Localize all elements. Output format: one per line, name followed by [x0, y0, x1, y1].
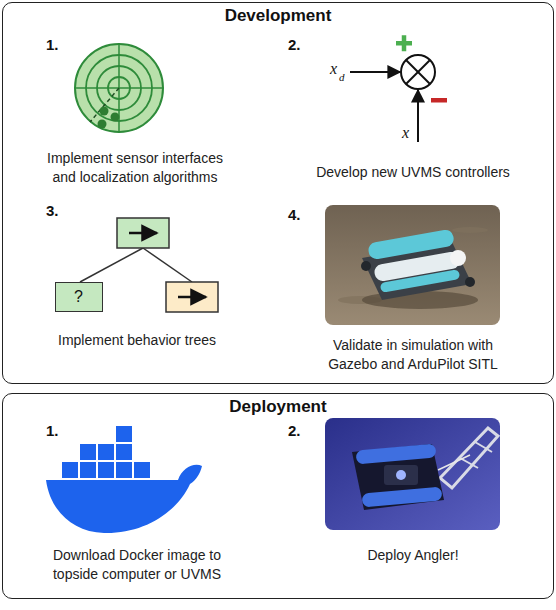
- signal-subscript: d: [339, 71, 345, 83]
- section-heading: Deployment: [3, 397, 553, 417]
- rov-thruster: [465, 277, 475, 287]
- junction-cross: [406, 60, 430, 84]
- sand-ripple: [452, 227, 488, 233]
- condition-node: ?: [55, 282, 103, 312]
- summing-junction: [350, 35, 447, 142]
- tether: [438, 455, 470, 470]
- step-number: 1.: [46, 422, 59, 439]
- radar-ring: [75, 44, 163, 132]
- rov-hull: [362, 487, 443, 508]
- step-number: 2.: [288, 36, 301, 53]
- step-caption: Develop new UVMS controllers: [308, 163, 518, 182]
- container: [80, 462, 96, 478]
- test-frame: [440, 428, 498, 488]
- docker-logo: [46, 426, 202, 533]
- section-heading: Development: [3, 6, 553, 26]
- container: [80, 444, 96, 460]
- radar-blip: [100, 107, 109, 116]
- sequence-arrow: [129, 232, 157, 235]
- pool-floor: [325, 418, 500, 530]
- rov-hull: [380, 269, 461, 293]
- container: [62, 462, 78, 478]
- container: [98, 462, 114, 478]
- signal-arrow: [417, 90, 419, 142]
- test-frame: [475, 442, 492, 452]
- sequence-box: [117, 218, 169, 248]
- signal-arrow: [350, 71, 400, 73]
- sequence-box: [166, 282, 218, 312]
- step-caption: Deploy Angler!: [313, 546, 513, 565]
- tree-branch: [80, 248, 143, 282]
- step-number: 3.: [46, 202, 59, 219]
- test-frame: [460, 458, 478, 468]
- deployment-photo: [325, 418, 500, 530]
- radar-blip: [111, 113, 120, 122]
- signal-label: x: [330, 60, 337, 78]
- rov-frame: [352, 444, 444, 510]
- tree-branch: [143, 248, 192, 282]
- radar-sweep: [90, 88, 119, 122]
- step-caption: Validate in simulation with Gazebo and A…: [313, 336, 513, 374]
- radar-blip: [98, 120, 107, 129]
- container: [134, 462, 150, 478]
- container: [116, 426, 132, 442]
- rov-dome: [396, 470, 406, 480]
- rov-electronics: [384, 465, 418, 485]
- sequence-arrow: [178, 296, 206, 299]
- step-number: 2.: [288, 422, 301, 439]
- junction-circle: [401, 55, 435, 89]
- step-number: 4.: [288, 206, 301, 223]
- section-panel: Development?: [2, 2, 554, 384]
- radar-icon: [75, 44, 163, 132]
- rov-dome: [450, 250, 466, 266]
- step-caption: Download Docker image to topside compute…: [35, 546, 240, 584]
- signal-label: x: [402, 124, 409, 142]
- step-caption: Implement sensor interfaces and localiza…: [35, 149, 235, 187]
- rov-hull: [356, 444, 437, 465]
- rov-thruster: [361, 261, 371, 271]
- node-text: ?: [74, 288, 83, 306]
- step-caption: Implement behavior trees: [37, 331, 237, 350]
- simulation-photo: [325, 205, 500, 325]
- container: [116, 444, 132, 460]
- step-number: 1.: [46, 36, 59, 53]
- container: [98, 444, 114, 460]
- sea-floor: [325, 205, 500, 325]
- plus-sign: [402, 35, 407, 51]
- junction-cross: [406, 60, 430, 84]
- container: [116, 462, 132, 478]
- minus-sign: [431, 98, 447, 103]
